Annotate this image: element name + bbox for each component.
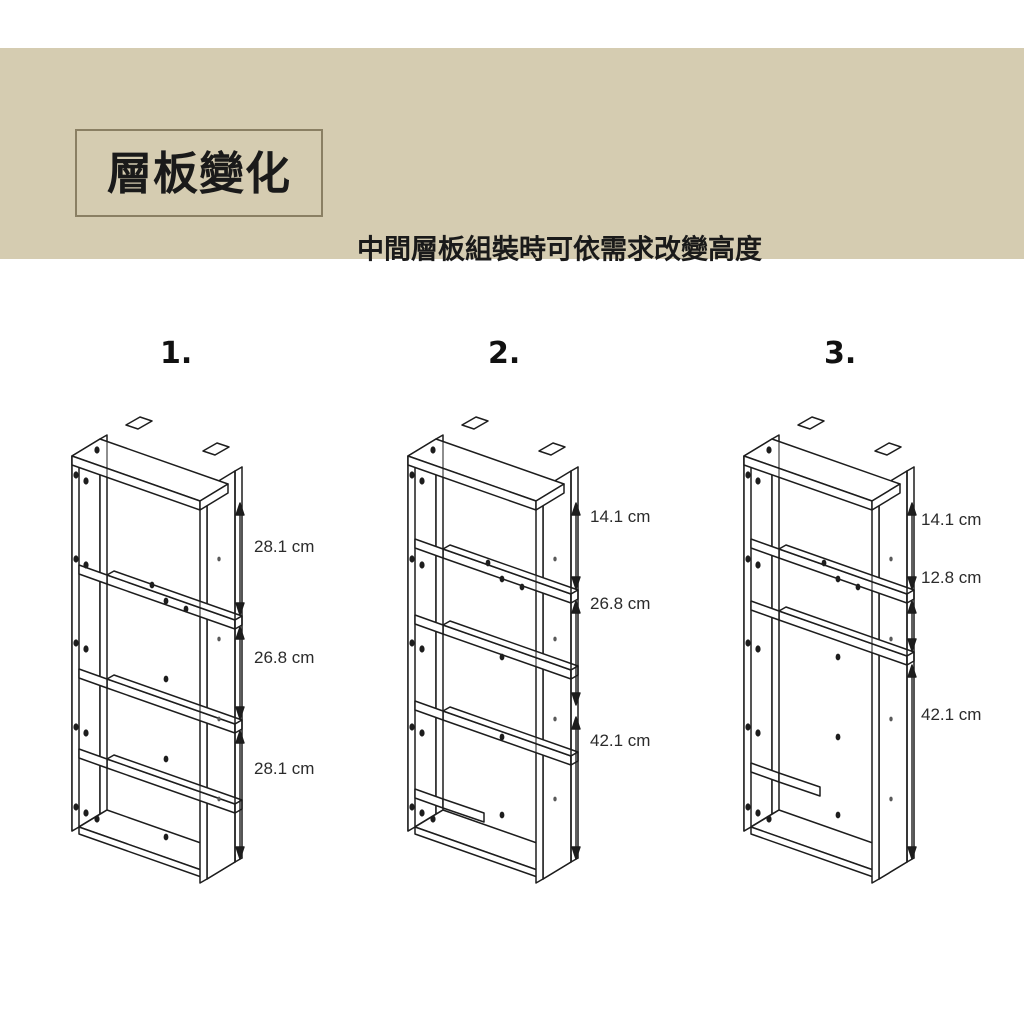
dimension-label-2-3: 42.1 cm [590, 731, 651, 750]
step-number-1: 1. [160, 336, 193, 371]
step-number-2: 2. [488, 336, 521, 371]
title-box: 層板變化 [75, 129, 323, 217]
page-title: 層板變化 [106, 146, 291, 200]
dimension-label-2-2: 26.8 cm [590, 594, 651, 613]
shelf-config-3: 3. [672, 259, 1013, 1024]
dimension-label-3-1: 14.1 cm [921, 510, 982, 529]
shelf-config-1: 1. [0, 259, 341, 1024]
dimension-label-3-2: 12.8 cm [921, 568, 982, 587]
dimension-label-1-2: 26.8 cm [254, 648, 315, 667]
shelf-config-2: 2. [336, 259, 677, 1024]
page-subtitle: 中間層板組裝時可依需求改變高度 [357, 234, 762, 266]
dimension-label-2-1: 14.1 cm [590, 507, 651, 526]
dimension-label-3-3: 42.1 cm [921, 705, 982, 724]
header-banner: 層板變化 中間層板組裝時可依需求改變高度 [0, 48, 1024, 266]
diagram-row: 1. [0, 259, 1024, 1024]
step-number-3: 3. [824, 336, 857, 371]
shelf-drawing-2 [407, 416, 581, 884]
dimension-label-1-1: 28.1 cm [254, 537, 315, 556]
shelf-drawing-1 [71, 416, 245, 884]
shelf-drawing-3 [743, 416, 917, 884]
dimension-label-1-3: 28.1 cm [254, 759, 315, 778]
